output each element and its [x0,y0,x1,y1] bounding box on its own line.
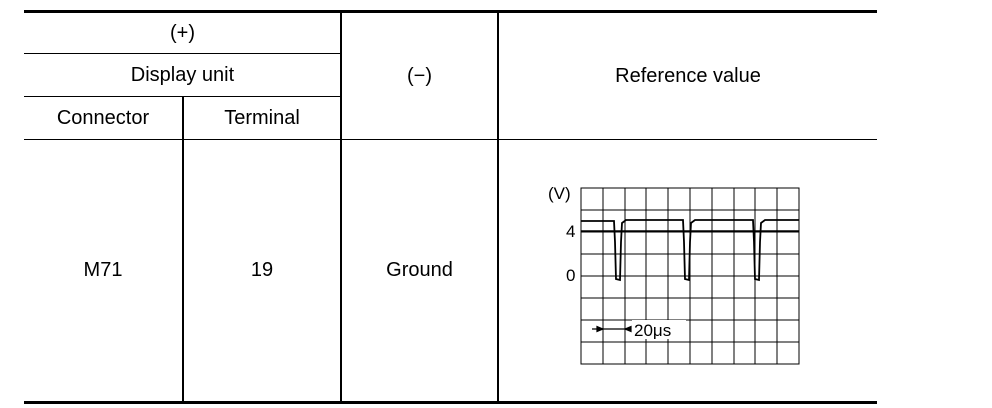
minus-header: (−) [407,64,432,87]
tick-label-4: 4 [566,222,575,241]
signal-trace [581,219,799,282]
time-label-background [632,320,686,339]
display-unit-header: Display unit [130,63,235,86]
table-bottom-rule [24,401,877,404]
connector-header: Connector [56,106,150,129]
connector-cell: M71 [83,259,123,281]
table-top-rule [24,10,877,13]
header-bottom-rule [24,139,877,140]
voltage-unit-label: (V) [548,184,571,203]
terminal-cell: 19 [250,259,274,281]
waveform-diagram: (V) 4 0 20μs [548,184,800,365]
terminal-header: Terminal [224,106,300,129]
minus-cell: Ground [386,259,453,281]
tick-label-0: 0 [566,266,575,285]
divider-minus-reference [497,11,499,402]
plus-header: (+) [170,21,195,44]
time-division-label: 20μs [634,321,671,340]
rule-under-plus [24,53,341,54]
time-scale-arrow [592,325,632,333]
divider-plus-minus [340,11,342,402]
reference-value-header: Reference value [615,64,761,87]
divider-connector-terminal [182,96,184,402]
